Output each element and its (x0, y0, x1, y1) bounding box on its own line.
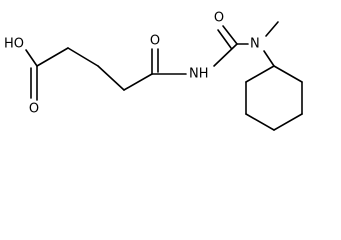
bond-n-to-methyl (265, 21, 279, 37)
bond-acid-carbon-to-c2 (36, 47, 69, 67)
bond-c2-to-c3 (67, 47, 99, 67)
hydroxyl-label: HO (4, 37, 24, 52)
ring-bond-3 (273, 113, 303, 131)
ring-bond-4 (245, 113, 275, 131)
bond-nh-to-urea-carbon (213, 43, 238, 67)
bond-n-to-cyclohexyl (263, 50, 275, 67)
urea-carbonyl-oxygen-label: O (214, 11, 224, 26)
methylated-nitrogen-label: N (250, 37, 260, 52)
imide-nitrogen-label: NH (189, 67, 209, 82)
structural-formula: HO O O NH O N (4, 11, 303, 131)
acid-carbonyl-oxygen-label: O (29, 102, 39, 117)
ring-bond-6 (245, 65, 275, 83)
ring-bond-1 (273, 65, 303, 83)
bond-hydroxyl-oxygen-to-acid-carbon (25, 49, 38, 67)
bond-urea-carbon-to-oxygen (222, 25, 238, 45)
bond-urea-carbonyl-double-line (217, 29, 232, 49)
amide-carbonyl-oxygen-label: O (150, 34, 160, 49)
bond-c4-to-amide-carbon (123, 73, 153, 91)
bond-c3-to-c4 (97, 65, 125, 91)
